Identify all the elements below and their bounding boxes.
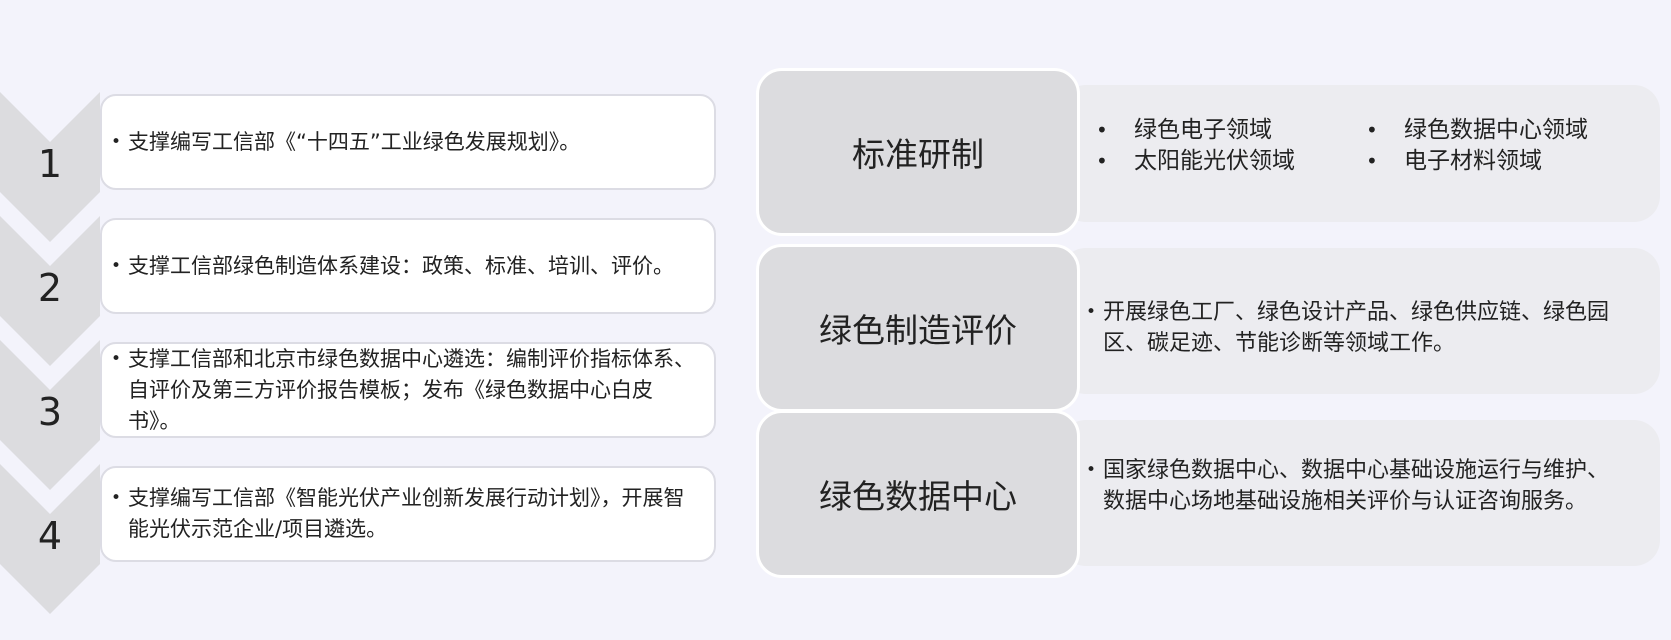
standards-list-right: 绿色数据中心领域 电子材料领域 bbox=[1366, 115, 1588, 177]
category-title-1: 标准研制 bbox=[852, 135, 984, 174]
chevron-shape-2 bbox=[0, 216, 100, 366]
detail-text-2-body: 开展绿色工厂、绿色设计产品、绿色供应链、绿色园区、碳足迹、节能诊断等领域工作。 bbox=[1086, 297, 1628, 359]
step-text-1: 支撑编写工信部《“十四五”工业绿色发展规划》。 bbox=[111, 127, 580, 158]
step-box-2: 支撑工信部绿色制造体系建设：政策、标准、培训、评价。 bbox=[100, 218, 716, 314]
step-box-4: 支撑编写工信部《智能光伏产业创新发展行动计划》，开展智能光伏示范企业/项目遴选。 bbox=[100, 466, 716, 562]
step-text-3: 支撑工信部和北京市绿色数据中心遴选：编制评价指标体系、自评价及第三方评价报告模板… bbox=[111, 344, 702, 437]
detail-text-3: 国家绿色数据中心、数据中心基础设施运行与维护、数据中心场地基础设施相关评价与认证… bbox=[1086, 455, 1628, 517]
step-text-4: 支撑编写工信部《智能光伏产业创新发展行动计划》，开展智能光伏示范企业/项目遴选。 bbox=[111, 483, 702, 545]
list-item: 绿色电子领域 bbox=[1096, 115, 1295, 146]
step-number-4: 4 bbox=[37, 514, 63, 558]
chevron-shape-3 bbox=[0, 340, 100, 490]
step-number-1: 1 bbox=[37, 142, 63, 186]
chevron-shape-1 bbox=[0, 92, 100, 242]
list-item: 电子材料领域 bbox=[1366, 146, 1588, 177]
step-text-2: 支撑工信部绿色制造体系建设：政策、标准、培训、评价。 bbox=[111, 251, 674, 282]
category-box-1: 标准研制 bbox=[756, 68, 1080, 236]
category-box-3: 绿色数据中心 bbox=[756, 410, 1080, 578]
category-title-3: 绿色数据中心 bbox=[819, 477, 1017, 516]
step-number-2: 2 bbox=[37, 266, 63, 310]
step-box-3: 支撑工信部和北京市绿色数据中心遴选：编制评价指标体系、自评价及第三方评价报告模板… bbox=[100, 342, 716, 438]
step-number-3: 3 bbox=[37, 390, 63, 434]
list-item: 太阳能光伏领域 bbox=[1096, 146, 1295, 177]
category-title-2: 绿色制造评价 bbox=[819, 311, 1017, 350]
step-box-1: 支撑编写工信部《“十四五”工业绿色发展规划》。 bbox=[100, 94, 716, 190]
chevron-shape-4 bbox=[0, 464, 100, 614]
detail-text-2: 开展绿色工厂、绿色设计产品、绿色供应链、绿色园区、碳足迹、节能诊断等领域工作。 bbox=[1086, 297, 1628, 359]
standards-list-left: 绿色电子领域 太阳能光伏领域 bbox=[1096, 115, 1295, 177]
list-item: 绿色数据中心领域 bbox=[1366, 115, 1588, 146]
detail-text-3-body: 国家绿色数据中心、数据中心基础设施运行与维护、数据中心场地基础设施相关评价与认证… bbox=[1086, 455, 1628, 517]
category-box-2: 绿色制造评价 bbox=[756, 244, 1080, 412]
